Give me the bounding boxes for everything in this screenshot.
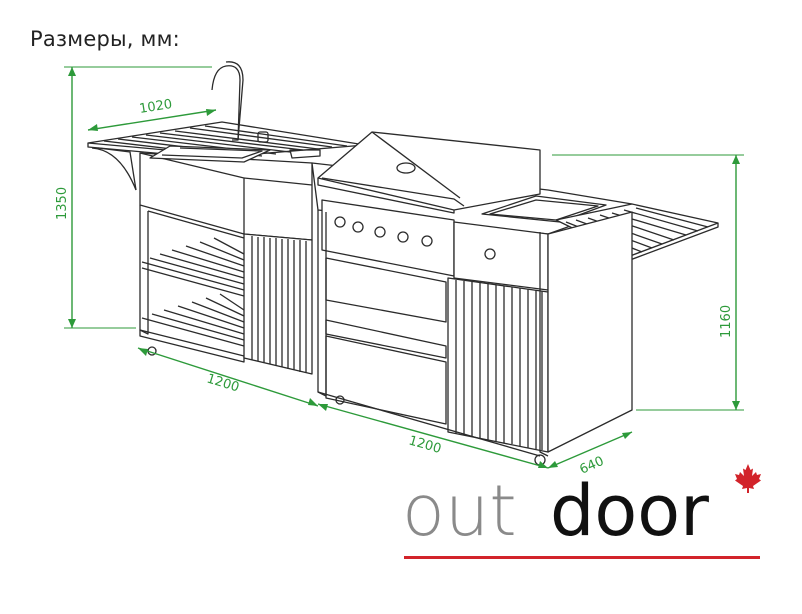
page-title: Размеры, мм: bbox=[30, 27, 180, 51]
dim-depth bbox=[547, 431, 633, 469]
maple-leaf-icon bbox=[735, 464, 761, 493]
dim-side-shelf-width bbox=[87, 109, 217, 131]
dim-left-length bbox=[137, 347, 319, 407]
dim-label-total-height: 1350 bbox=[55, 187, 70, 220]
dim-label-cabinet-height: 1160 bbox=[719, 305, 734, 338]
brand-logo-light: out bbox=[402, 470, 517, 552]
dim-total-height bbox=[64, 66, 212, 329]
dim-right-length bbox=[317, 403, 549, 469]
brand-underline bbox=[404, 556, 760, 559]
dim-label-side-shelf: 1020 bbox=[138, 97, 173, 117]
left-cabinet bbox=[139, 61, 321, 375]
right-module bbox=[311, 131, 719, 466]
dim-cabinet-height bbox=[552, 154, 744, 411]
brand-logo-dark: door bbox=[550, 470, 709, 552]
dim-label-left-length: 1200 bbox=[205, 371, 241, 395]
brand-logo: out door bbox=[402, 464, 762, 570]
